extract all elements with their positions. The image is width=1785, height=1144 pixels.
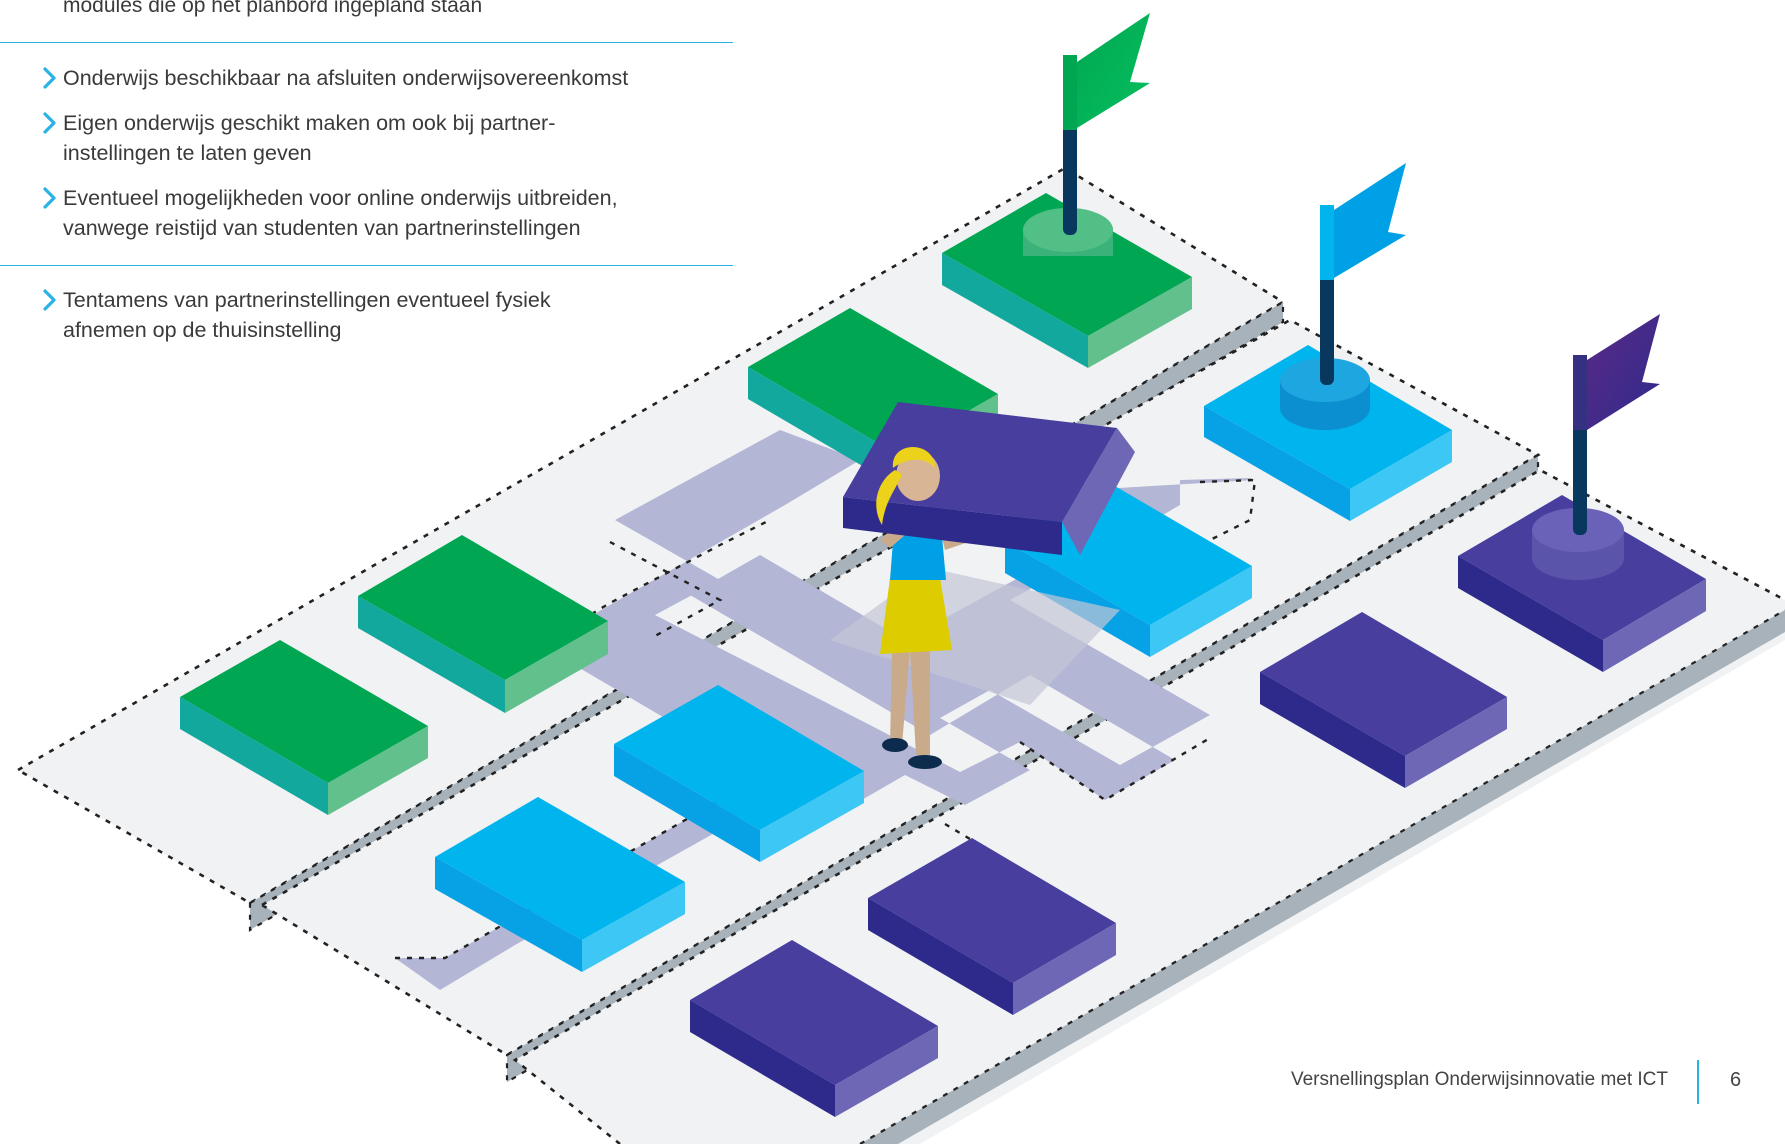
footer-title: Versnellingsplan Onderwijsinnovatie met … — [1290, 1069, 1668, 1090]
page-number: 6 — [1730, 1069, 1742, 1091]
flag-green-icon — [1063, 13, 1150, 235]
path-outline — [1199, 478, 1257, 547]
path-outline — [609, 540, 723, 638]
block-green — [180, 640, 428, 815]
bullet-item: Onderwijs beschikbaar na afsluiten onder… — [42, 63, 722, 93]
chevron-right-icon — [43, 67, 56, 89]
path-outline — [1019, 736, 1211, 802]
chevron-right-icon — [43, 289, 56, 311]
bullet-text: Eventueel mogelijkheden voor online onde… — [63, 186, 618, 240]
block-blue — [614, 685, 864, 862]
bullet-text: Eigen onderwijs geschikt maken om ook bi… — [63, 111, 556, 165]
bullet-item: Tentamens van partnerinstellingen eventu… — [42, 285, 722, 345]
path-outline — [395, 798, 721, 960]
block-purple — [1260, 612, 1507, 788]
chevron-right-icon — [43, 112, 56, 134]
flag-blue-icon — [1320, 163, 1406, 385]
block-green — [358, 535, 608, 713]
bullet-text: Tentamens van partnerinstellingen eventu… — [63, 288, 551, 342]
bullet-text: Onderwijs beschikbaar na afsluiten onder… — [63, 66, 629, 90]
block-blue — [435, 797, 685, 972]
bullet-item: Eigen onderwijs geschikt maken om ook bi… — [42, 108, 722, 168]
chevron-right-icon — [43, 187, 56, 209]
divider-top — [0, 42, 733, 43]
flag-purple-icon — [1573, 314, 1660, 535]
intro-fragment: modules die op het planbord ingepland st… — [63, 0, 483, 17]
divider-middle — [0, 265, 733, 266]
footer-divider — [1697, 1060, 1699, 1104]
person-carrying-block — [830, 402, 1135, 769]
block-blue-goal — [1204, 345, 1452, 521]
bullet-item: Eventueel mogelijkheden voor online onde… — [42, 183, 722, 243]
block-purple — [690, 940, 938, 1117]
block-purple-goal — [1458, 495, 1706, 672]
block-purple — [868, 838, 1116, 1015]
